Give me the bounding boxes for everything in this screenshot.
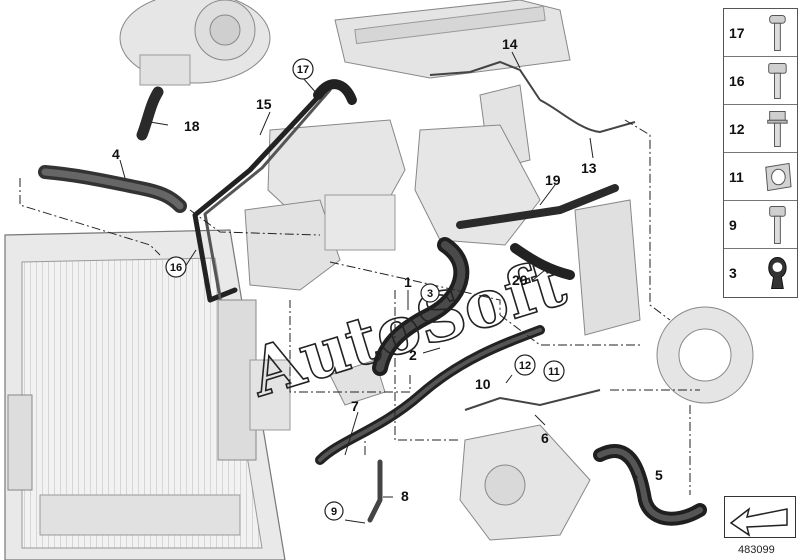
bolt-icon [769, 14, 786, 51]
callout-12: 12 [514, 354, 536, 376]
callout-15: 15 [256, 96, 272, 112]
hose-clamp-icon [768, 256, 787, 289]
arrow-icon [729, 507, 788, 537]
legend-number: 16 [729, 72, 745, 89]
legend-item: 12 [724, 105, 797, 153]
callout-8: 8 [401, 488, 409, 504]
direction-reference-box [724, 496, 796, 538]
hose-17 [313, 79, 357, 105]
legend-item: 17 [724, 9, 797, 57]
leader-lines [119, 51, 639, 524]
collar-nut-icon [765, 162, 792, 191]
hose-18 [136, 86, 164, 141]
turbocharger [119, 0, 271, 86]
callout-4: 4 [112, 146, 120, 162]
pipe-19 [456, 184, 619, 229]
svg-text:9: 9 [331, 506, 337, 518]
legend-item: 3 [724, 249, 797, 296]
callout-2: 2 [409, 347, 417, 363]
callout-17: 17 [292, 58, 314, 80]
callout-1: 1 [404, 274, 412, 290]
callout-18: 18 [184, 118, 200, 134]
egr-module [244, 119, 406, 291]
hoses [38, 79, 707, 526]
fastener-legend: 17 16 12 11 9 3 [723, 8, 798, 298]
svg-text:17: 17 [297, 64, 309, 76]
callout-3: 3 [420, 283, 440, 303]
pipe-8 [367, 459, 383, 523]
callout-16: 16 [165, 256, 187, 278]
bolt-icon [769, 205, 786, 244]
callout-20: 20 [512, 272, 528, 288]
thin-lines [429, 60, 636, 411]
reference-lines [19, 119, 700, 495]
legend-number: 12 [729, 120, 745, 137]
hose-20 [510, 243, 575, 280]
legend-number: 3 [729, 264, 737, 281]
callout-9: 9 [324, 501, 344, 521]
callout-10: 10 [475, 376, 491, 392]
line-6 [464, 389, 601, 411]
legend-number: 17 [729, 24, 745, 41]
circled-callouts: 3 9 11 12 16 17 [165, 58, 565, 521]
legend-number: 9 [729, 216, 737, 233]
callout-11: 11 [543, 360, 565, 382]
callout-6: 6 [541, 430, 549, 446]
legend-item: 11 [724, 153, 797, 201]
radiator [4, 229, 291, 560]
callout-7: 7 [351, 398, 359, 414]
callout-14: 14 [502, 36, 518, 52]
bolt-icon [768, 62, 787, 99]
callout-5: 5 [655, 467, 663, 483]
document-number: 483099 [738, 544, 775, 556]
line-13 [539, 99, 636, 134]
svg-text:16: 16 [170, 262, 182, 274]
coolant-ring-component [656, 306, 754, 404]
svg-text:11: 11 [548, 366, 560, 378]
legend-item: 16 [724, 57, 797, 105]
cylinder-head [334, 0, 571, 79]
legend-item: 9 [724, 201, 797, 249]
callout-labels: 1 2 4 5 6 7 8 10 13 14 15 18 19 20 [112, 36, 663, 504]
callout-19: 19 [545, 172, 561, 188]
callout-13: 13 [581, 160, 597, 176]
bolt-icon [767, 110, 788, 147]
line-14 [429, 60, 541, 101]
svg-text:12: 12 [519, 360, 531, 372]
legend-number: 11 [729, 168, 744, 185]
water-pump [459, 424, 591, 541]
svg-text:3: 3 [427, 288, 433, 300]
